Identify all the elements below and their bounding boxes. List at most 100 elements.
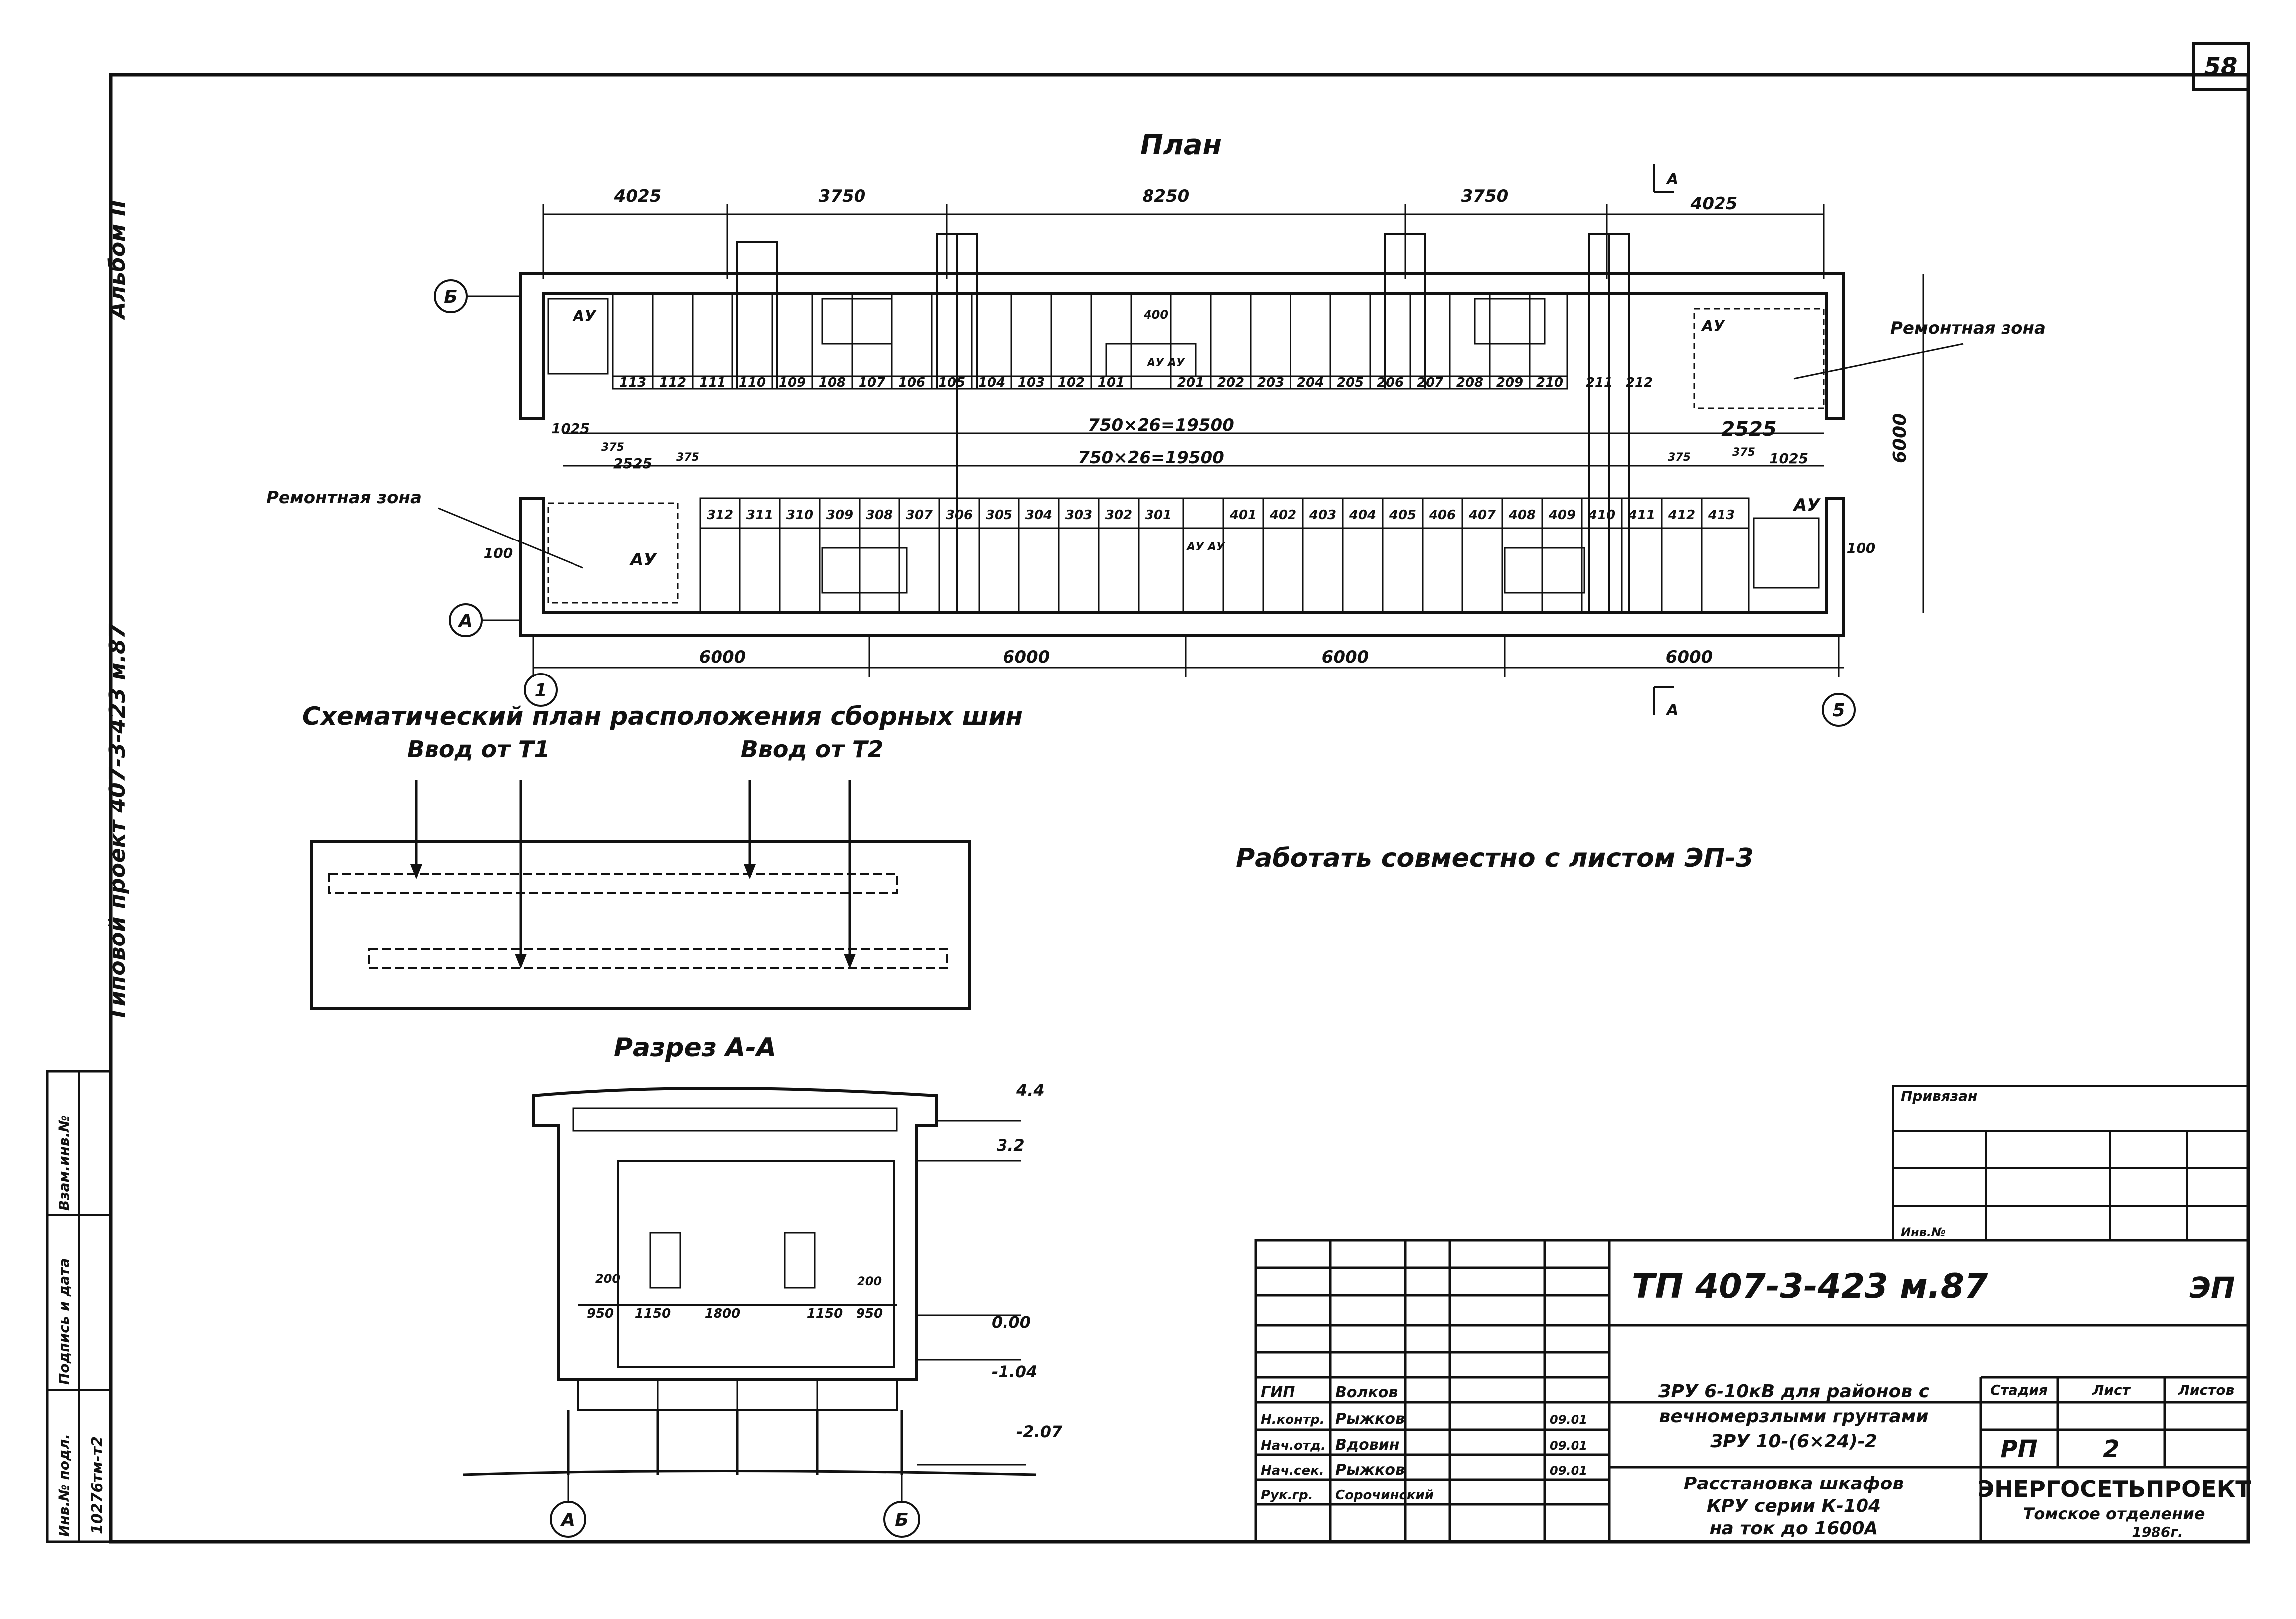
bottom-cell-10: 302 xyxy=(1105,508,1132,523)
top-dim-4: 4025 xyxy=(1690,194,1738,214)
bottom-cell-4: 308 xyxy=(866,508,893,523)
au-bottom-right: АУ xyxy=(1792,495,1821,515)
top-cell-23: 211 xyxy=(1586,375,1613,390)
tb-drawing-1: Расстановка шкафов xyxy=(1684,1474,1904,1494)
level-0: 4.4 xyxy=(1016,1081,1045,1100)
tb-object-1: ЗРУ 6-10кВ для районов с xyxy=(1658,1381,1929,1402)
top-cell-3: 110 xyxy=(739,375,766,390)
bottom-cell-1: 311 xyxy=(746,508,773,523)
left-margin: Альбом II Типовой проект 407-3-423 м.87 … xyxy=(46,200,130,1543)
axis-1-label: 1 xyxy=(534,680,547,701)
bottom-cell-18: 407 xyxy=(1468,508,1496,523)
section-axis-b-label: Б xyxy=(895,1510,908,1530)
dim-100-left: 100 xyxy=(484,545,513,561)
top-cell-13: 201 xyxy=(1177,375,1204,390)
bottom-dim-2: 6000 xyxy=(1322,647,1369,667)
tb-year: 1986г. xyxy=(2132,1524,2183,1540)
tb-name-3: Рыжков xyxy=(1335,1461,1405,1479)
tb-role-4: Рук.гр. xyxy=(1261,1488,1313,1503)
dim-375-left: 375 xyxy=(601,441,624,454)
top-cell-4: 109 xyxy=(779,375,806,390)
tb-date-1: 09.01 xyxy=(1550,1413,1587,1427)
plan-view: План 4025 3750 8250 3750 4025 А А xyxy=(266,129,2046,727)
top-cell-10: 103 xyxy=(1018,375,1045,390)
plan-title: План xyxy=(1140,129,1222,161)
top-dim-1: 3750 xyxy=(819,186,866,206)
axis-5-label: 5 xyxy=(1832,700,1845,721)
top-cell-16: 204 xyxy=(1297,375,1324,390)
bottom-dim-3: 6000 xyxy=(1666,647,1713,667)
top-cell-2: 111 xyxy=(699,375,726,390)
top-cell-22: 210 xyxy=(1536,375,1563,390)
busbar-bottom xyxy=(368,948,948,969)
sheet-frame xyxy=(109,73,2250,1544)
axis-b-label: Б xyxy=(444,287,457,307)
level-2: 0.00 xyxy=(992,1313,1031,1332)
top-cell-18: 206 xyxy=(1377,375,1404,390)
repair-zone-left: Ремонтная зона xyxy=(266,488,422,508)
section-title: Разрез А-А xyxy=(614,1033,776,1063)
axis-5-marker xyxy=(1822,693,1856,727)
bottom-cell-24: 413 xyxy=(1708,508,1735,523)
level-3: -1.04 xyxy=(992,1362,1037,1381)
tb-stage: РП xyxy=(2000,1435,2037,1463)
top-cell-5: 108 xyxy=(819,375,846,390)
busbar-frame xyxy=(310,840,971,1010)
section-aa: Разрез А-А 4.4 3.2 0. xyxy=(463,1033,1063,1538)
tb-drawing-3: на ток до 1600А xyxy=(1710,1518,1878,1539)
width-0: 950 xyxy=(587,1306,614,1321)
tb-drawing-2: КРУ серии К-104 xyxy=(1707,1496,1881,1516)
sheet-number: 58 xyxy=(2204,53,2238,81)
tb-name-4: Сорочинский xyxy=(1335,1488,1434,1503)
top-cell-9: 104 xyxy=(978,375,1005,390)
top-dim-2: 8250 xyxy=(1143,186,1190,206)
bottom-cell-3: 309 xyxy=(826,508,853,523)
bottom-cell-5: 307 xyxy=(906,508,933,523)
axis-1-marker xyxy=(524,673,558,707)
dim-2525-left: 2525 xyxy=(613,455,652,472)
top-cell-1: 112 xyxy=(659,375,686,390)
bottom-cell-17: 406 xyxy=(1429,508,1456,523)
privyazan-inv: Инв.№ xyxy=(1901,1225,1946,1239)
bottom-cell-14: 403 xyxy=(1309,508,1336,523)
dim-100-right: 100 xyxy=(1847,540,1875,556)
project-label: Типовой проект 407-3-423 м.87 xyxy=(105,623,130,1021)
col-label-0: Взам.инв.№ xyxy=(56,1115,72,1211)
dim-200-right: 200 xyxy=(857,1274,882,1288)
bottom-cell-12: 401 xyxy=(1229,508,1257,523)
bottom-cell-22: 411 xyxy=(1628,508,1655,523)
top-cell-17: 205 xyxy=(1337,375,1364,390)
dim-400: 400 xyxy=(1143,308,1168,322)
top-cell-19: 207 xyxy=(1417,375,1444,390)
section-roof xyxy=(572,1107,898,1132)
tb-object-2: вечномерзлыми грунтами xyxy=(1659,1406,1929,1427)
dim-375-right: 375 xyxy=(1668,451,1691,464)
tb-stage-label: Стадия xyxy=(1990,1382,2048,1398)
au-top-left: АУ xyxy=(572,308,597,325)
bottom-cell-8: 304 xyxy=(1025,508,1052,523)
bottom-cell-23: 412 xyxy=(1668,508,1695,523)
au-box-top-right xyxy=(1693,308,1825,409)
auau-top: АУ АУ xyxy=(1146,357,1185,369)
top-count-dim: 750×26=19500 xyxy=(1088,415,1234,435)
col-label-2: Инв.№ подл. xyxy=(56,1434,72,1537)
repair-zone-right: Ремонтная зона xyxy=(1890,318,2046,338)
dim-375-right-b: 375 xyxy=(1732,446,1755,459)
top-cell-0: 113 xyxy=(619,375,646,390)
input-t2-label: Ввод от Т2 xyxy=(741,736,884,763)
bottom-cell-13: 402 xyxy=(1269,508,1296,523)
width-1: 1150 xyxy=(635,1306,671,1321)
privyazan-label: Привязан xyxy=(1901,1088,1977,1104)
tb-object-3: ЗРУ 10-(6×24)-2 xyxy=(1710,1431,1877,1452)
top-cell-11: 102 xyxy=(1058,375,1085,390)
au-top-right: АУ xyxy=(1701,318,1725,335)
top-cell-12: 101 xyxy=(1098,375,1125,390)
dim-375-left-b: 375 xyxy=(676,451,699,464)
sheet-number-box xyxy=(2192,42,2250,91)
au-box-bottom-left xyxy=(547,502,679,604)
top-cell-24: 212 xyxy=(1626,375,1653,390)
top-dim-0: 4025 xyxy=(614,186,662,206)
width-4: 950 xyxy=(856,1306,883,1321)
bottom-cell-16: 405 xyxy=(1389,508,1416,523)
dim-1025-left: 1025 xyxy=(551,420,590,437)
